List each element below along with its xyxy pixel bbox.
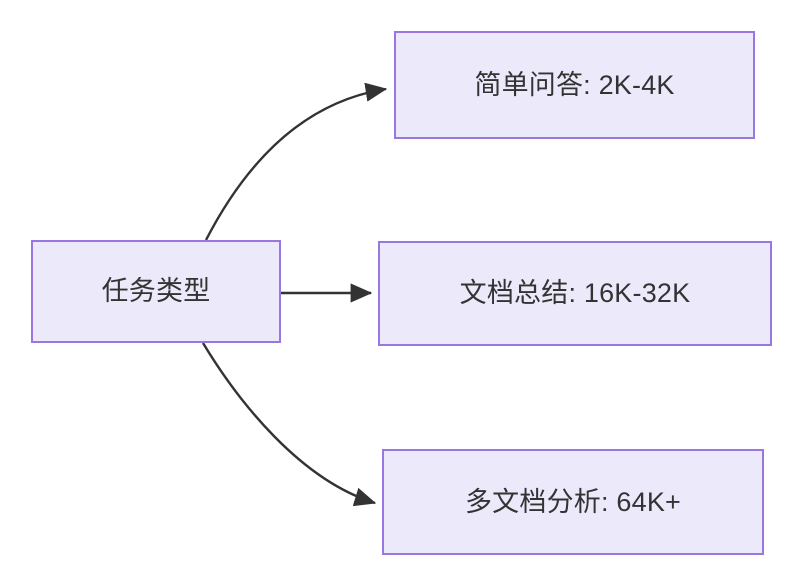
node-multi-doc-label: 多文档分析: 64K+ bbox=[464, 486, 681, 517]
node-root[interactable]: 任务类型 bbox=[31, 240, 281, 343]
edge-root-to-multi-doc bbox=[201, 342, 377, 507]
node-multi-doc[interactable]: 多文档分析: 64K+ bbox=[382, 449, 764, 555]
node-simple-qa[interactable]: 简单问答: 2K-4K bbox=[394, 31, 755, 139]
edge-root-to-simple-qa bbox=[204, 82, 388, 241]
node-doc-summary[interactable]: 文档总结: 16K-32K bbox=[378, 241, 772, 346]
node-root-label: 任务类型 bbox=[101, 276, 211, 307]
node-simple-qa-label: 简单问答: 2K-4K bbox=[474, 69, 675, 100]
node-doc-summary-label: 文档总结: 16K-32K bbox=[459, 278, 691, 309]
